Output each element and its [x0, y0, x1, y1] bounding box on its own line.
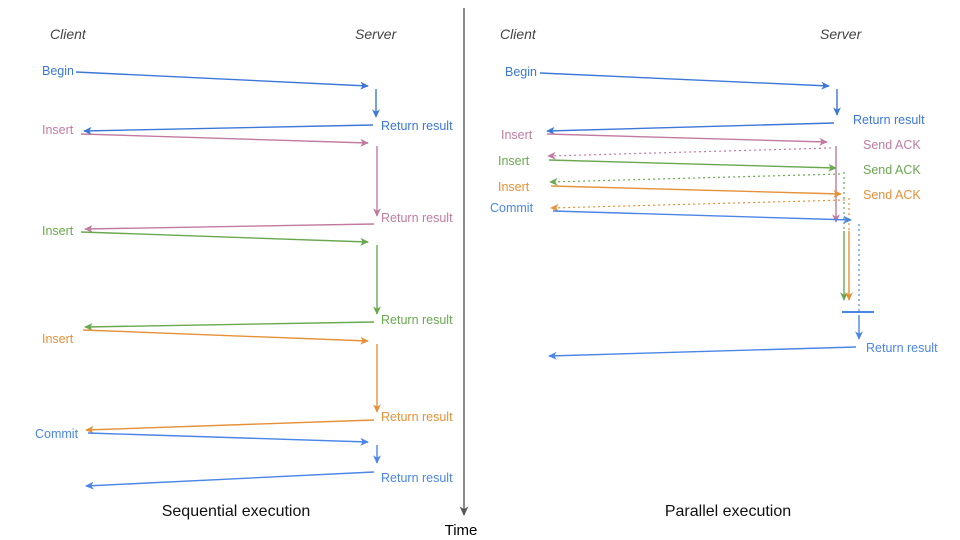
- par-insert3-ack-dotted-arrow: [550, 199, 846, 212]
- seq-insert2-exchange: Insert Return result: [42, 224, 453, 331]
- seq-insert2-request-arrow: [80, 231, 369, 246]
- par-begin-return-arrow: [546, 122, 835, 135]
- par-commit-return-arrow: [548, 346, 857, 360]
- par-insert1-exchange: Insert Send ACK: [501, 128, 921, 223]
- par-begin-request-arrow: [539, 72, 830, 90]
- seq-begin-return-arrow: [83, 124, 374, 135]
- parallel-caption: Parallel execution: [665, 503, 791, 520]
- par-insert2-exchange: Insert Send ACK: [498, 154, 921, 301]
- seq-insert3-request-arrow: [82, 329, 369, 345]
- seq-begin-label: Begin: [42, 64, 74, 78]
- par-insert2-ack-label: Send ACK: [863, 163, 921, 177]
- par-commit-request-arrow: [552, 210, 852, 224]
- par-begin-label: Begin: [505, 65, 537, 79]
- seq-commit-request-arrow: [87, 432, 369, 446]
- par-insert1-ack-label: Send ACK: [863, 138, 921, 152]
- par-insert1-label: Insert: [501, 128, 533, 142]
- seq-insert1-return-arrow: [84, 223, 375, 233]
- seq-insert1-exchange: Insert Return result: [42, 123, 453, 233]
- seq-insert3-label: Insert: [42, 332, 74, 346]
- par-begin-return-label: Return result: [853, 113, 925, 127]
- seq-insert2-label: Insert: [42, 224, 74, 238]
- par-insert3-ack-label: Send ACK: [863, 188, 921, 202]
- par-insert2-label: Insert: [498, 154, 530, 168]
- seq-insert1-request-arrow: [80, 133, 369, 147]
- parallel-panel: Client Server Begin Return result Insert…: [490, 26, 938, 520]
- seq-begin-return-label: Return result: [381, 119, 453, 133]
- time-axis: Time: [445, 8, 478, 539]
- seq-commit-return-label: Return result: [381, 471, 453, 485]
- par-insert2-ack-dotted-arrow: [549, 173, 841, 186]
- par-commit-return-label: Return result: [866, 341, 938, 355]
- par-commit-exchange: Commit Return result: [490, 201, 938, 360]
- par-insert3-exchange: Insert Send ACK: [498, 180, 921, 301]
- sequential-panel: Client Server Begin Return result Insert…: [35, 26, 453, 520]
- par-insert2-request-arrow: [548, 159, 837, 172]
- seq-client-lifeline-label: Client: [50, 26, 87, 42]
- seq-begin-request-arrow: [75, 71, 369, 90]
- seq-server-lifeline-label: Server: [355, 26, 398, 42]
- seq-insert1-return-label: Return result: [381, 211, 453, 225]
- time-axis-label: Time: [445, 522, 478, 539]
- par-client-lifeline-label: Client: [500, 26, 537, 42]
- seq-insert3-exchange: Insert Return result: [42, 329, 453, 434]
- seq-commit-label: Commit: [35, 427, 79, 441]
- par-commit-label: Commit: [490, 201, 534, 215]
- seq-commit-exchange: Commit Return result: [35, 427, 453, 490]
- par-server-lifeline-label: Server: [820, 26, 863, 42]
- par-insert1-request-arrow: [546, 133, 828, 146]
- par-insert3-request-arrow: [550, 185, 842, 198]
- par-begin-exchange: Begin Return result: [505, 65, 925, 135]
- seq-commit-return-arrow: [85, 471, 375, 490]
- seq-insert2-return-arrow: [84, 321, 375, 331]
- seq-insert3-return-label: Return result: [381, 410, 453, 424]
- seq-insert1-label: Insert: [42, 123, 74, 137]
- sequential-caption: Sequential execution: [162, 503, 311, 520]
- par-insert1-ack-dotted-arrow: [547, 147, 832, 160]
- seq-begin-exchange: Begin Return result: [42, 64, 453, 135]
- seq-insert2-return-label: Return result: [381, 313, 453, 327]
- par-insert3-label: Insert: [498, 180, 530, 194]
- seq-insert3-return-arrow: [85, 419, 375, 434]
